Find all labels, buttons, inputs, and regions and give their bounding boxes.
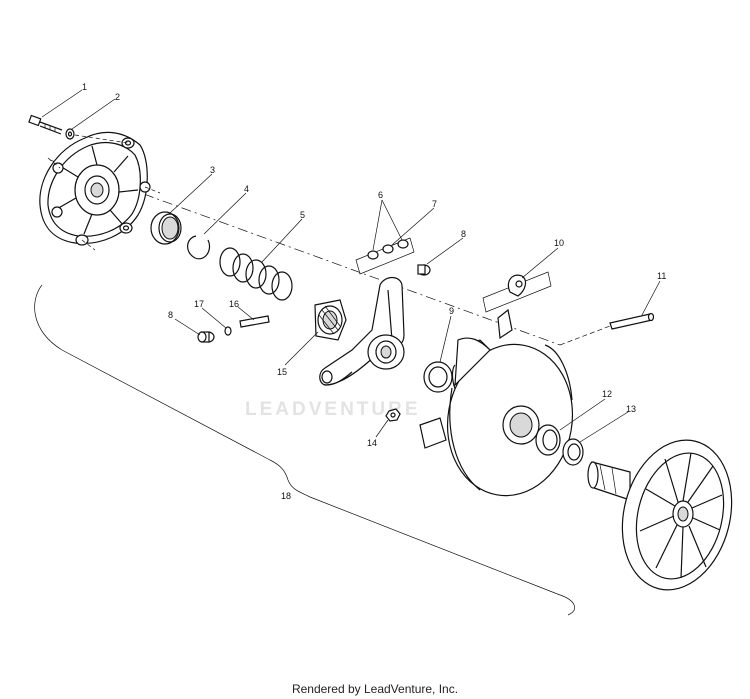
washer-part-17 <box>224 326 232 336</box>
nut-part-8-right <box>417 264 431 276</box>
bolt-guide-line <box>81 239 96 251</box>
spring-part-5 <box>219 247 293 301</box>
callout-7: 7 <box>432 199 437 209</box>
cover-plate <box>39 131 151 246</box>
callout-6: 6 <box>378 190 383 200</box>
seal-part-9 <box>423 361 453 393</box>
fixed-sheave <box>621 439 733 591</box>
callout-10: 10 <box>554 238 564 248</box>
pin-part-16 <box>239 315 270 328</box>
bolt-part-1 <box>28 114 63 135</box>
callout-labels: 1 2 3 4 5 6 7 8 8 9 10 11 12 13 14 15 16… <box>82 82 666 501</box>
bolt-guide-line <box>144 186 161 194</box>
callout-18: 18 <box>281 491 291 501</box>
callout-9: 9 <box>449 306 454 316</box>
watermark: LEADVENTURE <box>245 399 421 420</box>
rendered-by-footer: Rendered by LeadVenture, Inc. <box>291 682 459 696</box>
leader-lines <box>41 89 661 443</box>
callout-2: 2 <box>115 92 120 102</box>
seal-part-13 <box>562 438 584 466</box>
pin-guide-line <box>559 325 611 346</box>
bushing-part-12 <box>535 424 561 456</box>
callout-13: 13 <box>626 404 636 414</box>
callout-5: 5 <box>300 210 305 220</box>
washer-part-2 <box>65 128 75 140</box>
callout-17: 17 <box>194 299 204 309</box>
roller-hub-part-15 <box>314 299 347 341</box>
callout-11: 11 <box>657 271 666 281</box>
roller-clip-part-10 <box>482 271 552 340</box>
callout-15: 15 <box>277 367 287 377</box>
movable-sheave <box>419 337 574 497</box>
callout-1: 1 <box>82 82 87 92</box>
bolt-guide-line <box>74 134 129 144</box>
callout-3: 3 <box>210 165 215 175</box>
nut-part-14 <box>385 408 401 422</box>
bolt-guide-line <box>47 157 61 169</box>
assembly-bracket-part-18 <box>34 284 576 616</box>
fixed-sheave-shaft <box>587 461 631 501</box>
callout-4: 4 <box>244 184 249 194</box>
callout-12: 12 <box>602 389 612 399</box>
callout-8-right: 8 <box>461 229 466 239</box>
weight-arm <box>319 276 405 386</box>
callout-14: 14 <box>367 438 377 448</box>
bracket-plate-part-6 <box>355 237 415 275</box>
callout-16: 16 <box>229 299 239 309</box>
callout-8-left: 8 <box>168 310 173 320</box>
cap-part-8-left <box>197 331 215 343</box>
pin-part-11 <box>609 312 655 330</box>
bushing-part-3 <box>150 211 182 245</box>
snap-ring-part-4 <box>187 235 211 260</box>
